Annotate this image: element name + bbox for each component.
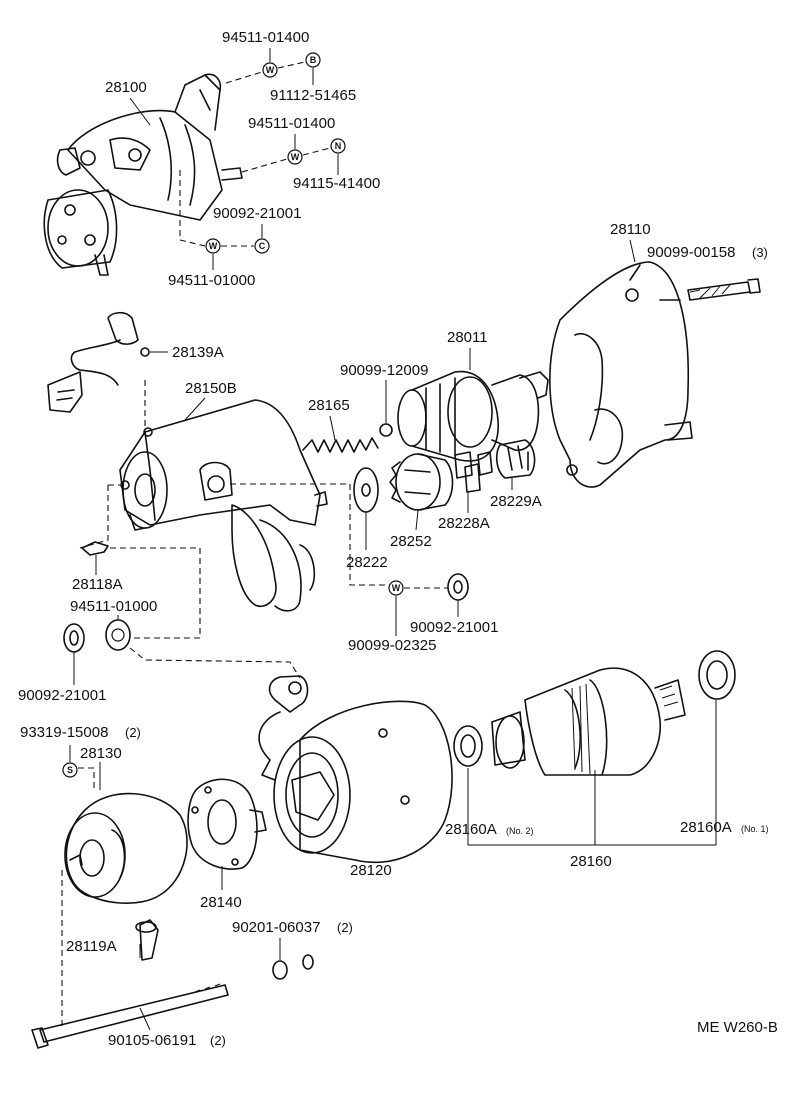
label-28160A-no1: 28160A [680, 819, 732, 836]
label-94511-01400-a: 94511-01400 [222, 29, 309, 46]
label-28120: 28120 [350, 862, 392, 879]
label-28139A: 28139A [172, 344, 224, 361]
label-28222: 28222 [346, 554, 388, 571]
leader-lines [69, 48, 636, 1031]
label-28160A-no2-note: (No. 2) [506, 826, 534, 836]
diagram-code: ME W260-B [697, 1019, 778, 1036]
yoke-icon [258, 675, 453, 863]
label-90201-06037-qty: (2) [337, 920, 353, 935]
washer-28222-icon [353, 467, 379, 513]
label-28165: 28165 [308, 397, 350, 414]
through-bolt-icon [687, 278, 761, 301]
label-28229A: 28229A [490, 493, 542, 510]
end-frame-icon: S [62, 762, 188, 904]
fastener-symbols-mid: W [388, 573, 469, 601]
label-90105-06191-qty: (2) [210, 1033, 226, 1048]
label-28160A-no2: 28160A [445, 821, 497, 838]
label-91112-51465: 91112-51465 [270, 87, 356, 104]
label-28118A: 28118A [72, 576, 123, 593]
label-28150B: 28150B [185, 380, 237, 397]
washer-90201-icon [272, 954, 314, 980]
long-bolt-icon [31, 870, 229, 1049]
label-94511-01400-b: 94511-01400 [248, 115, 335, 132]
label-28252: 28252 [390, 533, 432, 550]
label-90099-00158-qty: (3) [752, 245, 768, 260]
drive-housing-icon [549, 261, 693, 488]
label-90099-12009: 90099-12009 [340, 362, 428, 379]
roller-icon [454, 451, 493, 493]
lead-wire-icon [47, 311, 150, 413]
label-28160A-no1-note: (No. 1) [741, 824, 769, 834]
part-labels: 94511-01400 28100 91112-51465 94511-0140… [18, 29, 778, 1049]
label-28100: 28100 [105, 79, 147, 96]
svg-text:N: N [335, 141, 342, 151]
label-28011: 28011 [447, 329, 488, 346]
svg-text:B: B [310, 55, 317, 65]
label-90092-21001-c: 90092-21001 [410, 619, 498, 636]
svg-text:W: W [291, 152, 300, 162]
bushing-28119A-icon [135, 919, 159, 961]
label-94511-01000-b: 94511-01000 [70, 598, 157, 615]
retainer-icon [495, 439, 536, 479]
label-28140: 28140 [200, 894, 242, 911]
svg-text:W: W [209, 241, 218, 251]
label-90099-00158: 90099-00158 [647, 244, 735, 261]
label-90201-06037: 90201-06037 [232, 919, 320, 936]
idler-gear-icon [389, 453, 454, 511]
label-93319-15008-qty: (2) [125, 725, 141, 740]
label-28160: 28160 [570, 853, 612, 870]
starter-clutch-icon [397, 370, 549, 462]
brush-holder-icon [187, 778, 267, 870]
label-94115-41400: 94115-41400 [293, 175, 380, 192]
spring-icon [302, 423, 393, 453]
bearing-no2-icon [453, 725, 483, 767]
label-90092-21001-a: 90092-21001 [213, 205, 301, 222]
svg-text:W: W [266, 65, 275, 75]
label-90092-21001-b: 90092-21001 [18, 687, 106, 704]
label-28130: 28130 [80, 745, 122, 762]
svg-text:S: S [67, 765, 73, 775]
label-90105-06191: 90105-06191 [108, 1032, 196, 1049]
label-93319-15008: 93319-15008 [20, 724, 108, 741]
armature-icon [491, 667, 686, 776]
svg-text:C: C [259, 241, 266, 251]
bearing-no1-icon [698, 650, 736, 700]
fastener-symbols-top: W B W N W C [205, 52, 346, 254]
label-28119A: 28119A [66, 938, 117, 955]
label-94511-01000-a: 94511-01000 [168, 272, 255, 289]
svg-text:W: W [392, 583, 401, 593]
label-28110: 28110 [610, 221, 651, 238]
label-28228A: 28228A [438, 515, 490, 532]
starter-assembly-icon [43, 73, 243, 276]
magnetic-switch-icon [79, 380, 388, 612]
label-90099-02325: 90099-02325 [348, 637, 436, 654]
clip-28118A-icon [81, 541, 109, 556]
